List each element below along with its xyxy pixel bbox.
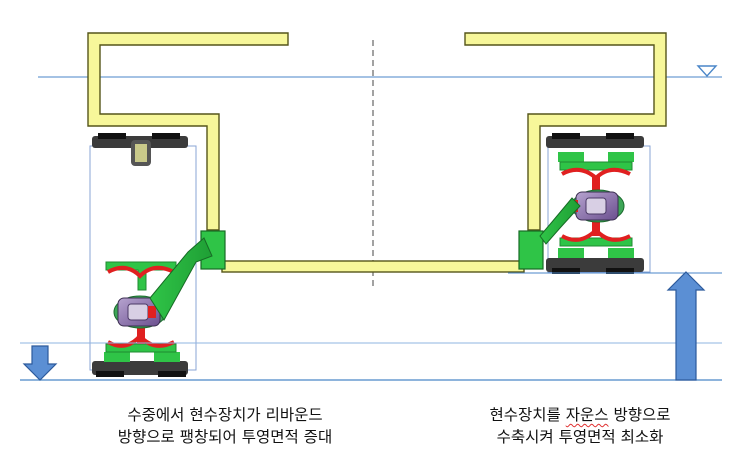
right-caption: 현수장치를 자운스 방향으로 수축시켜 투영면적 최소화 [430,404,730,448]
right-top-wheel [546,133,644,162]
right-suspension-arm [539,197,581,245]
left-suspension-arm [149,237,213,321]
left-bottom-wheel [92,352,188,377]
left-caption-line2: 방향으로 팽창되어 투영면적 증대 [117,428,333,446]
right-caption-line1-part-a: 현수장치를 [489,406,566,424]
right-suspension-unit [539,133,651,274]
connecting-bar [221,260,525,273]
left-suspension-unit [89,133,213,377]
right-bottom-wheel [546,248,644,274]
right-hull-frame [464,32,667,231]
right-caption-line1-part-c: 방향으로 [608,406,671,424]
right-joint-block [518,230,544,270]
water-level-triangle-icon [696,65,718,78]
right-caption-line2: 수축시켜 투영면적 최소화 [496,428,664,446]
left-caption: 수중에서 현수장치가 리바운드 방향으로 팽창되어 투영면적 증대 [60,404,390,448]
left-top-wheel [92,133,188,166]
down-arrow-icon [22,345,58,381]
left-hull-frame [87,32,289,231]
right-caption-line1: 현수장치를 자운스 방향으로 [430,404,730,426]
right-caption-jounce-word: 자운스 [565,406,609,424]
left-caption-line1: 수중에서 현수장치가 리바운드 [127,406,323,424]
up-arrow-icon [666,271,706,381]
